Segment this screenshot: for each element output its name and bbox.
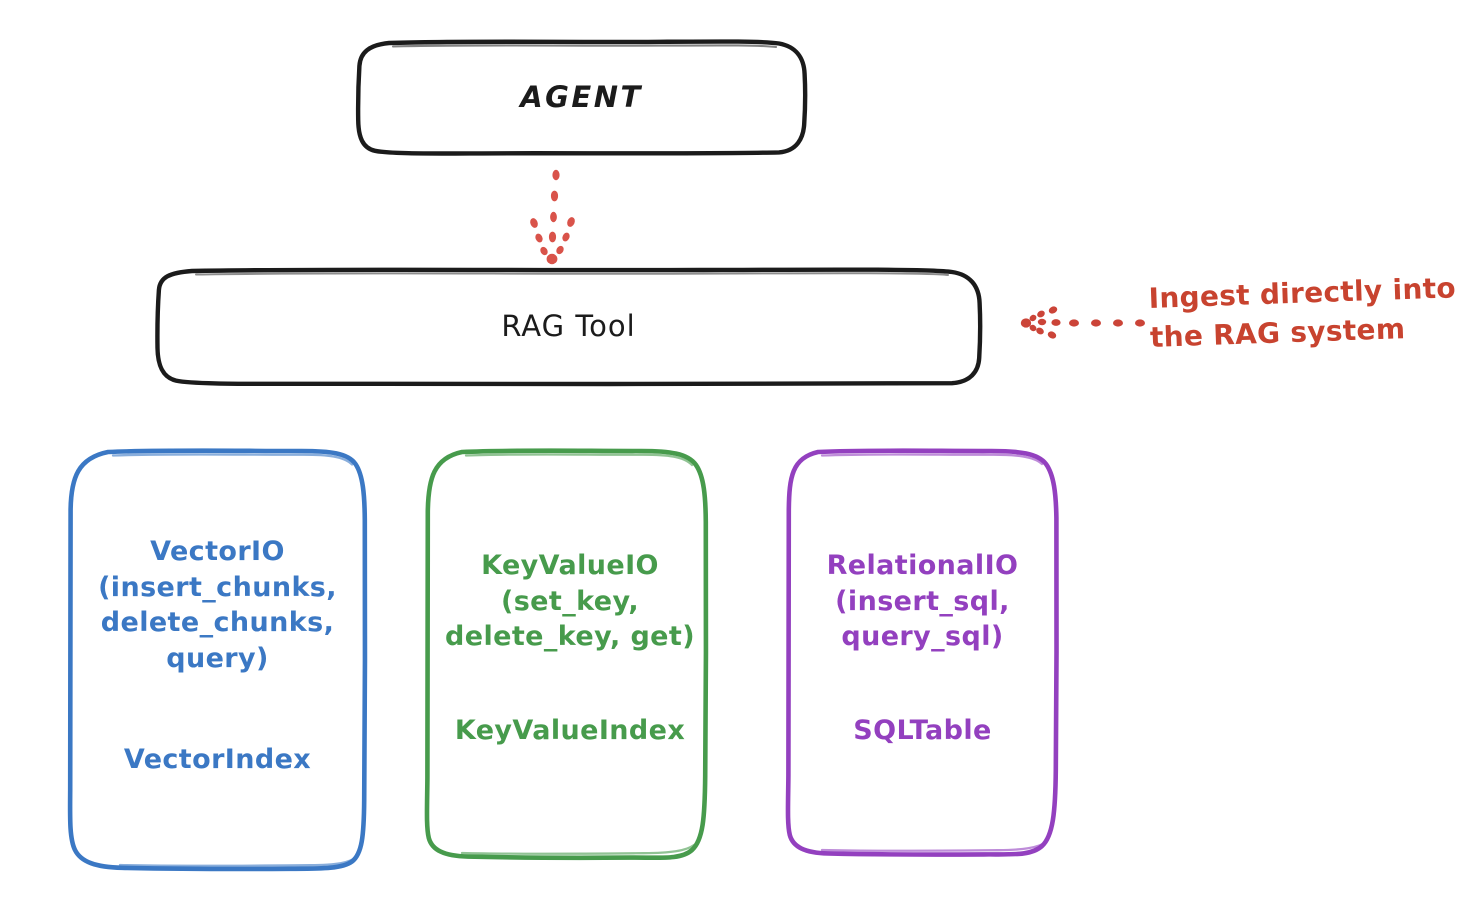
agent-to-rag-arrow <box>530 169 575 265</box>
ingest-annotation-text: Ingest directly into the RAG system <box>1148 271 1457 354</box>
node-relational-io-shape[interactable] <box>785 448 1059 857</box>
node-key-value-io-shape[interactable] <box>424 448 709 861</box>
node-agent-shape[interactable] <box>355 39 808 156</box>
node-vector-io-shape[interactable] <box>67 448 368 872</box>
node-rag-tool-shape[interactable] <box>155 267 983 387</box>
ingest-arrow <box>1020 306 1145 339</box>
